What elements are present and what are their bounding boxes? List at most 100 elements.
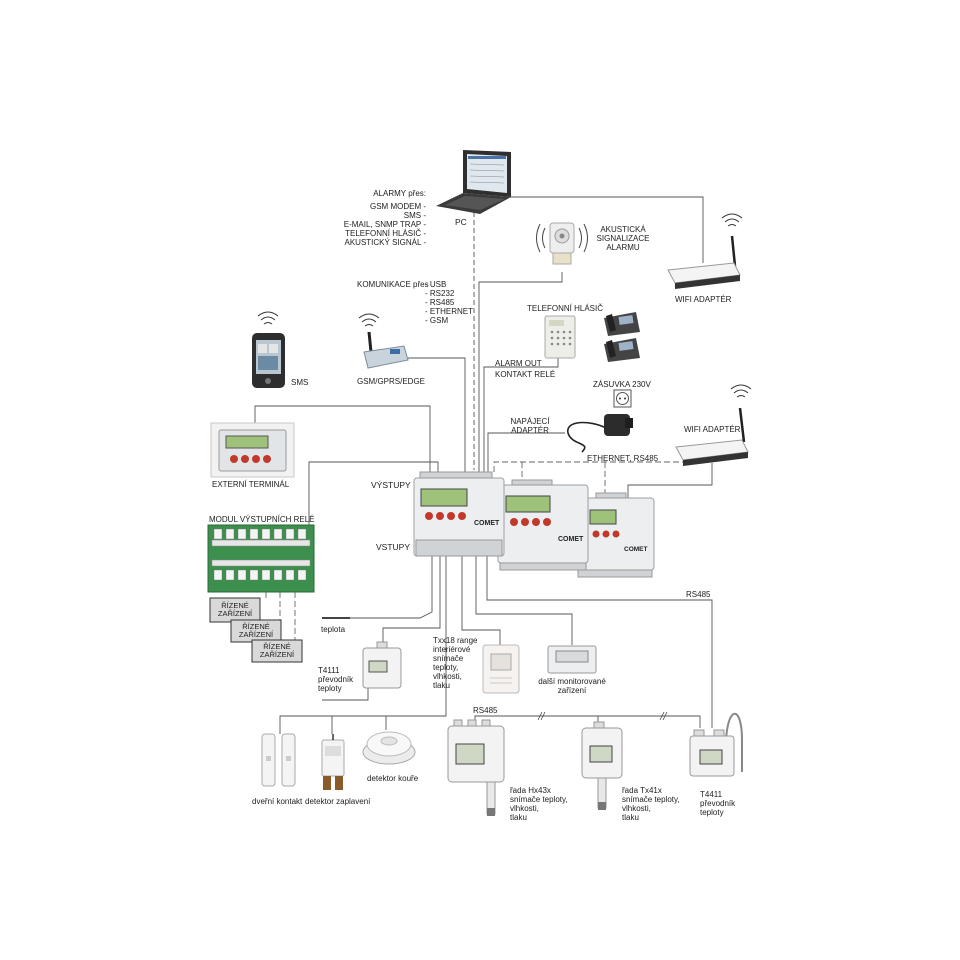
gsm-label: GSM/GPRS/EDGE	[357, 377, 426, 386]
sms-label: SMS	[291, 378, 309, 387]
alarm-out-label: ALARM OUT	[495, 359, 542, 368]
logger-terminals	[577, 569, 653, 578]
line-gsm-logger	[408, 357, 466, 472]
power-adapter-label: NAPÁJECÍ ADAPTÉR	[505, 417, 555, 435]
acoustic-line: ALARMU	[606, 243, 640, 252]
alarm-item: TELEFONNÍ HLÁSIČ -	[345, 229, 426, 238]
socket-hole	[624, 397, 626, 400]
acoustic-label: AKUSTICKÁ SIGNALIZACE ALARMU	[588, 225, 658, 252]
logger-button	[425, 512, 433, 520]
line-pc-wifi	[510, 196, 704, 263]
comm-item: - RS232	[425, 289, 455, 298]
laptop-screen-line	[469, 175, 505, 178]
dialer-keypad	[550, 330, 572, 346]
controlled-device-label: ŘÍZENÉ ZAŘÍZENÍ	[210, 602, 260, 618]
laptop-screen-bar	[468, 156, 506, 159]
txx18-line: Txx18 range	[433, 636, 478, 645]
logger-top-terminals	[511, 479, 553, 486]
hx43x-line: snímače teploty,	[510, 795, 568, 804]
wifi-router-right-icon	[675, 384, 752, 466]
adapter-line: ADAPTÉR	[511, 426, 549, 435]
line-rs485-bottom	[474, 715, 701, 728]
controlled-device-line: ZAŘÍZENÍ	[217, 609, 253, 618]
controlled-device-line: ZAŘÍZENÍ	[259, 650, 295, 659]
logger-button	[436, 512, 444, 520]
sound-waves-left	[536, 223, 546, 253]
router-front	[675, 275, 740, 289]
inputs-label: VSTUPY	[376, 542, 411, 552]
phone-dialer-label: TELEFONNÍ HLÁSIČ	[527, 304, 604, 313]
line-adapter-logger	[487, 432, 565, 472]
sensor-gland	[481, 719, 491, 727]
t4111-label: T4111 převodník teploty	[318, 666, 353, 693]
terminal-button	[241, 455, 249, 463]
laptop-keyboard	[445, 196, 505, 210]
terminal-strip	[211, 559, 311, 567]
detector-body	[321, 739, 345, 777]
comm-list: - USB - RS232 - RS485 - ETHERNET - GSM	[425, 280, 473, 325]
socket-face	[616, 392, 629, 405]
logger-button	[521, 518, 529, 526]
hx43x-line: vlhkosti,	[510, 804, 539, 813]
contact-screw	[266, 756, 271, 761]
comet-logo: COMET	[624, 546, 648, 553]
break-mark	[540, 711, 546, 721]
controlled-device-label: ŘÍZENÉ ZAŘÍZENÍ	[252, 643, 302, 659]
phone-handset	[606, 340, 616, 358]
txx18-line: snímače	[433, 654, 464, 663]
laptop-screen-line	[469, 169, 505, 172]
logger-button	[458, 512, 466, 520]
sensor-tip	[487, 808, 495, 816]
logger-button	[602, 530, 610, 538]
socket-hole	[619, 397, 621, 400]
dialer-display	[549, 320, 564, 326]
break-mark	[659, 711, 665, 721]
line-t4411-probe	[725, 712, 743, 772]
tx41x-line: řada Tx41x	[622, 786, 662, 795]
logger-lcd	[589, 509, 617, 525]
line-input-temp-probe	[322, 556, 433, 619]
transmitter-lcd	[368, 660, 388, 673]
alarm-item: SMS -	[403, 211, 426, 220]
alarms-block: ALARMY přes: GSM MODEM - SMS - E-MAIL, S…	[266, 189, 426, 247]
router-antenna	[738, 407, 746, 443]
external-terminal-label: EXTERNÍ TERMINÁL	[212, 480, 290, 489]
acoustic-line: AKUSTICKÁ	[600, 225, 646, 234]
t4411-transmitter-icon	[689, 729, 735, 777]
phone-display	[618, 341, 634, 351]
t4111-line: teploty	[318, 684, 342, 693]
logger-top-terminals	[419, 471, 493, 479]
logger-top-terminals	[595, 492, 627, 499]
transmitter-lcd	[699, 749, 723, 765]
bus-break-marks	[537, 711, 668, 721]
controlled-device-boxes	[209, 597, 303, 663]
rs485-right-label: RS485	[686, 590, 711, 599]
wifi-adapter-right-label: WIFI ADAPTÉR	[684, 425, 741, 434]
hx43x-sensor-icon	[447, 719, 505, 816]
phone-screen-app	[258, 344, 267, 353]
transmitter-gland	[376, 641, 388, 649]
logger-button	[532, 518, 540, 526]
gsm-modem-icon	[358, 313, 409, 369]
ethernet-rs485-label: ETHERNET, RS485	[587, 454, 659, 463]
temperature-label: teplota	[321, 625, 346, 634]
comm-item: - RS485	[425, 298, 455, 307]
line-t4111-probe	[322, 688, 369, 701]
transmitter-gland	[713, 729, 725, 737]
sensor-gland	[467, 719, 477, 727]
router-antenna	[730, 235, 737, 267]
wifi-signal-waves	[730, 384, 752, 398]
wifi-signal-waves	[257, 311, 279, 325]
line-acoustic-logger	[478, 272, 563, 472]
pc-label: PC	[455, 217, 467, 227]
comm-item: - USB	[425, 280, 447, 289]
controlled-device-line: ŘÍZENÉ	[263, 642, 291, 651]
terminal-button	[252, 455, 260, 463]
comet-logo: COMET	[558, 536, 584, 543]
logger-unit-2	[497, 479, 589, 571]
socket-label: ZÁSUVKA 230V	[593, 380, 651, 389]
wifi-signal-waves	[721, 213, 743, 227]
terminal-button	[230, 455, 238, 463]
line-relay-logger	[308, 461, 439, 525]
txx18-line: vlhkosti,	[433, 672, 462, 681]
